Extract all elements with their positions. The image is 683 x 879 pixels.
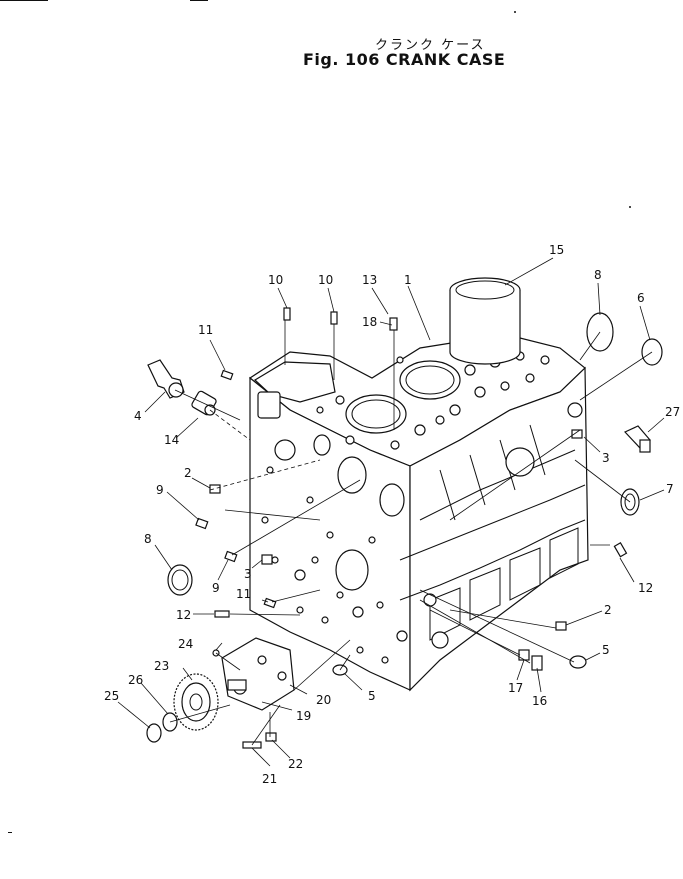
callout-11-upper: 11: [198, 323, 213, 337]
scan-dot: [514, 11, 516, 13]
callout-3-right: 3: [602, 451, 610, 465]
scan-dot: [629, 206, 631, 208]
callout-5-lower: 5: [368, 689, 376, 703]
plug-8-lower: [167, 564, 193, 596]
plug-3-left: [261, 554, 273, 565]
top-scan-mark: [190, 0, 208, 1]
callout-24: 24: [178, 637, 193, 651]
callout-10-right: 10: [318, 273, 333, 287]
dowel-18: [389, 317, 398, 331]
callout-12-right: 12: [638, 581, 653, 595]
callout-5-right: 5: [602, 643, 610, 657]
callout-4: 4: [134, 409, 142, 423]
figure-name: CRANK CASE: [385, 50, 506, 69]
plug-5-right: [569, 655, 587, 669]
plug-17: [518, 649, 530, 661]
assembly-axis-lines: [169, 320, 653, 746]
pin-12-left: [214, 610, 230, 618]
japanese-title: クランク ケース: [375, 38, 486, 53]
callout-21: 21: [262, 772, 277, 786]
sensor-27: [623, 425, 651, 453]
pin-9-upper: [195, 517, 209, 530]
plug-16: [531, 655, 543, 671]
oil-pump-gear: [173, 673, 219, 731]
scan-mark: [8, 832, 12, 833]
pin-10-left: [283, 307, 291, 321]
callout-10-left: 10: [268, 273, 283, 287]
callout-17: 17: [508, 681, 523, 695]
callout-2-upper: 2: [184, 466, 192, 480]
callout-leaders: [117, 257, 665, 767]
callout-3-left: 3: [244, 567, 252, 581]
figure-number: Fig. 106: [303, 50, 380, 69]
callout-9-lower: 9: [212, 581, 220, 595]
nut-25: [146, 723, 162, 743]
callout-16: 16: [532, 694, 547, 708]
callout-7: 7: [666, 482, 674, 496]
callout-8-lower: 8: [144, 532, 152, 546]
callout-14: 14: [164, 433, 179, 447]
cylinder-liner: [449, 277, 521, 365]
callout-25: 25: [104, 689, 119, 703]
callout-26: 26: [128, 673, 143, 687]
water-fitting-4: [147, 359, 185, 399]
callout-19: 19: [296, 709, 311, 723]
plug-2-left: [209, 484, 221, 494]
callout-20: 20: [316, 693, 331, 707]
callout-6: 6: [637, 291, 645, 305]
pin-10-right: [330, 311, 338, 325]
callout-9-upper: 9: [156, 483, 164, 497]
callout-12-left: 12: [176, 608, 191, 622]
pin-11-upper: [220, 369, 234, 381]
callout-8-upper: 8: [594, 268, 602, 282]
oil-pump: [221, 637, 295, 711]
top-left-scan-mark: [0, 0, 48, 1]
callout-15: 15: [549, 243, 564, 257]
callout-1: 1: [404, 273, 412, 287]
front-face-holes: [261, 434, 408, 664]
plug-2-right: [555, 621, 567, 631]
plug-3-right: [571, 429, 583, 439]
callout-22: 22: [288, 757, 303, 771]
crank-case-block: [248, 337, 589, 692]
callout-18: 18: [362, 315, 377, 329]
callout-13: 13: [362, 273, 377, 287]
callout-2-lower: 2: [604, 603, 612, 617]
callout-11-lower: 11: [236, 587, 251, 601]
callout-23: 23: [154, 659, 169, 673]
figure-title: Fig. 106 CRANK CASE: [303, 50, 511, 69]
pin-12-right: [613, 541, 628, 558]
washer-22: [265, 732, 277, 742]
callout-27: 27: [665, 405, 680, 419]
callout-numbers: 1 2 2 3 3 4 5 5 6 7 8 8 9 9 10 10 11 11 …: [104, 243, 680, 786]
